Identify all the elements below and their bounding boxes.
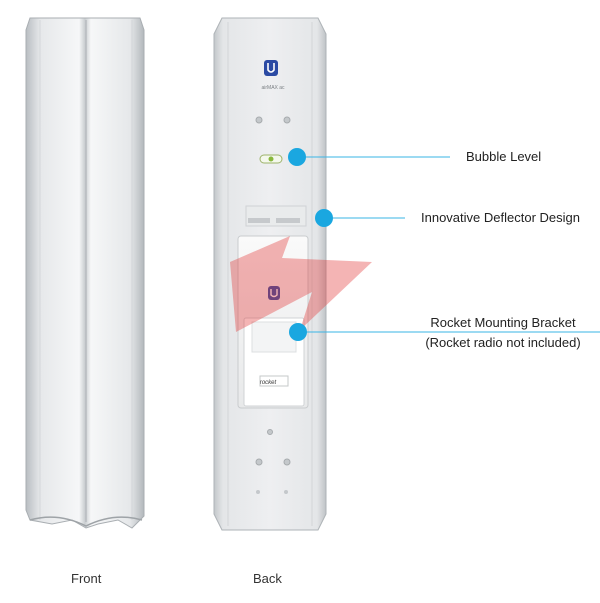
back-caption: Back — [253, 571, 282, 586]
screw-icon — [283, 458, 291, 466]
callout-label-line: Innovative Deflector Design — [421, 210, 580, 225]
callout-label-deflector: Innovative Deflector Design — [421, 208, 580, 228]
front-antenna — [25, 17, 145, 529]
screw-icon — [255, 116, 263, 124]
front-antenna-body — [25, 17, 145, 529]
callout-dot — [315, 209, 333, 227]
screw-icon — [255, 458, 263, 466]
callout-dot — [288, 148, 306, 166]
callout-dot — [289, 323, 307, 341]
callout-label-bubble-level: Bubble Level — [466, 147, 541, 167]
rocket-brand-text: rocket — [260, 380, 277, 386]
callout-label-line: (Rocket radio not included) — [425, 335, 581, 350]
screw-icon — [267, 429, 273, 435]
front-caption: Front — [71, 571, 102, 586]
callout-label-rocket-bracket: Rocket Mounting Bracket (Rocket radio no… — [414, 313, 592, 353]
ubiquiti-logo-icon — [268, 286, 280, 300]
callout-label-line: Bubble Level — [466, 149, 542, 164]
device-model-text: airMAX ac — [261, 85, 285, 91]
screw-icon — [284, 490, 288, 494]
callout-label-line: Rocket Mounting Bracket — [430, 315, 576, 330]
ubiquiti-logo-icon — [264, 60, 278, 76]
screw-icon — [256, 490, 260, 494]
screw-icon — [283, 116, 291, 124]
back-antenna — [213, 17, 327, 531]
watermark-logo-icon — [230, 236, 372, 332]
rocket-mounting-bracket — [237, 235, 309, 409]
bubble-level-icon — [259, 154, 283, 164]
